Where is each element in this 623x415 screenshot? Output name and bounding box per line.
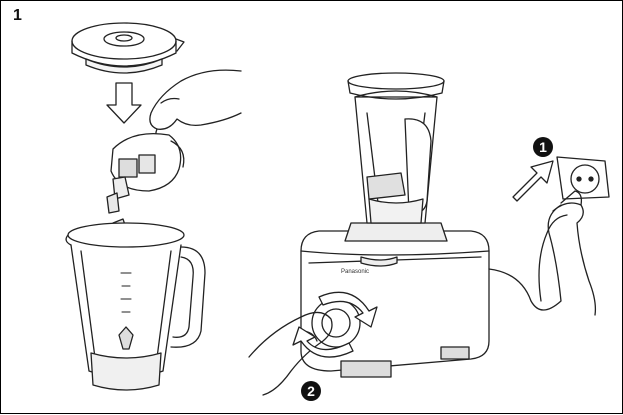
wall-socket (556, 156, 610, 200)
rotate-counterclockwise-icon (292, 326, 354, 358)
blender-jug-mounted (344, 72, 448, 242)
power-cord (488, 204, 562, 311)
callout-1-badge: 1 (533, 137, 553, 157)
callout-2-badge: 2 (301, 381, 321, 401)
step-number: 1 (13, 7, 22, 24)
hand-plugging-in (538, 190, 597, 316)
brand-label: Panasonic (341, 269, 369, 275)
down-arrow-icon (106, 82, 142, 124)
hand-turning-knob (248, 298, 361, 396)
plug-in-arrow-icon (512, 160, 554, 202)
jug-lid (71, 22, 185, 74)
blender-jug (65, 222, 206, 391)
rotate-clockwise-icon (318, 291, 378, 328)
